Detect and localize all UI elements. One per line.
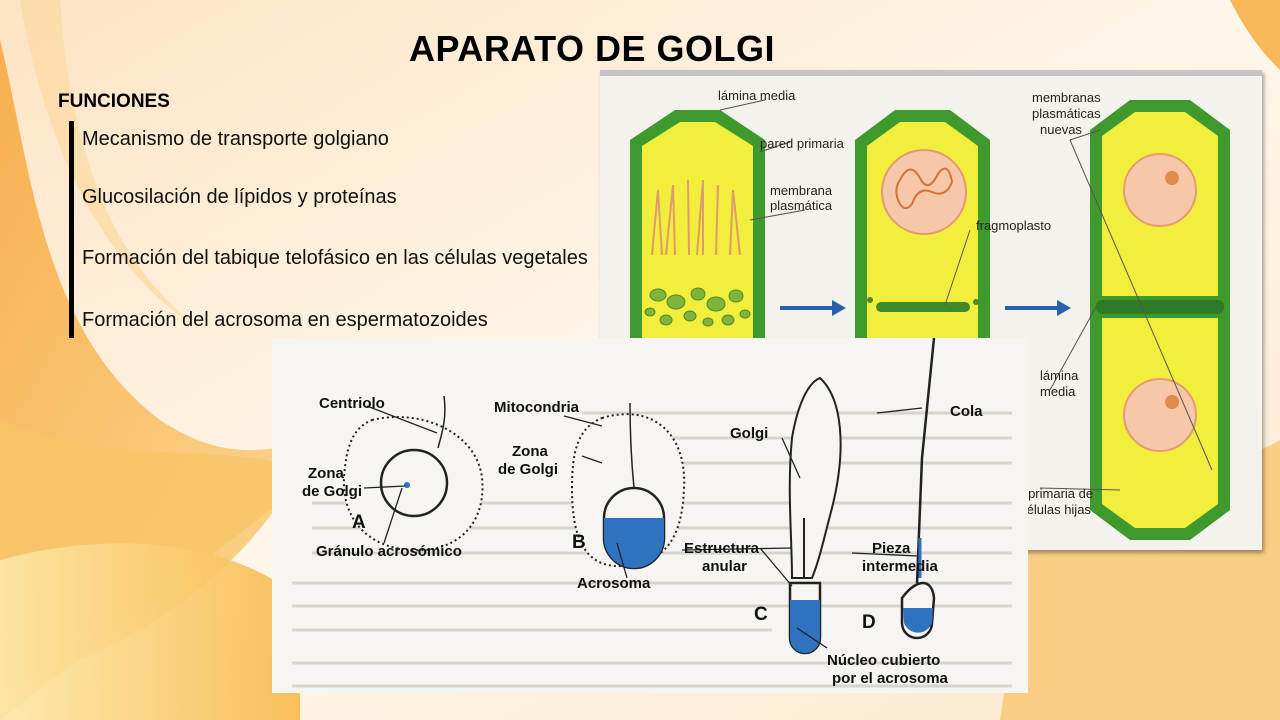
label-granulo: Gránulo acrosómico [316, 543, 462, 560]
label-pared-hijas-1: ed primaria de [1010, 486, 1093, 501]
plant-cell-3 [1090, 100, 1230, 540]
label-de-golgi-a: de Golgi [302, 483, 362, 500]
label-mitocondria: Mitocondria [494, 399, 580, 416]
label-estructura: Estructura [684, 540, 760, 557]
function-item-acrosome: Formación del acrosoma en espermatozoide… [82, 309, 488, 331]
acrosome-formation-figure: Centriolo Zona de Golgi A Gránulo acrosó… [272, 337, 1028, 693]
label-letter-c: C [754, 604, 768, 625]
function-item-transport: Mecanismo de transporte golgiano [82, 128, 389, 150]
label-plasmaticas: plasmáticas [1032, 106, 1101, 121]
label-zona-b: Zona [512, 443, 548, 460]
label-membranas: membranas [1032, 90, 1101, 105]
label-nucleo-1: Núcleo cubierto [827, 652, 940, 669]
spermatid-d [900, 337, 936, 640]
label-intermedia: intermedia [862, 558, 939, 575]
label-golgi: Golgi [730, 425, 768, 442]
function-item-septum: Formación del tabique telofásico en las … [82, 247, 588, 269]
label-zona-a: Zona [308, 465, 344, 482]
function-item-glycosylation: Glucosilación de lípidos y proteínas [82, 186, 397, 208]
label-pieza: Pieza [872, 540, 911, 557]
label-lamina: lámina [1040, 368, 1079, 383]
label-letter-a: A [352, 512, 366, 533]
spermatid-a [342, 395, 484, 552]
bullet-bar [69, 121, 74, 338]
label-letter-d: D [862, 612, 876, 633]
arrow-right-icon [1005, 300, 1071, 316]
label-pared-primaria: pared primaria [760, 136, 845, 151]
label-cola: Cola [950, 403, 983, 420]
label-pared-hijas-2: s células hijas [1010, 502, 1091, 517]
label-acrosoma: Acrosoma [577, 575, 651, 592]
spermatid-c [788, 376, 842, 655]
label-anular: anular [702, 558, 747, 575]
slide-title: APARATO DE GOLGI [408, 28, 775, 69]
section-heading: FUNCIONES [58, 91, 170, 112]
label-membrana: membrana [770, 183, 833, 198]
arrow-right-icon [780, 300, 846, 316]
label-centriolo: Centriolo [319, 395, 385, 412]
label-nucleo-2: por el acrosoma [832, 670, 949, 687]
label-plasmatica: plasmática [770, 198, 833, 213]
label-de-golgi-b: de Golgi [498, 461, 558, 478]
label-media: media [1040, 384, 1076, 399]
label-letter-b: B [572, 532, 586, 553]
label-fragmoplasto: fragmoplasto [976, 218, 1051, 233]
label-nuevas: nuevas [1040, 122, 1082, 137]
label-lamina-media-top: lámina media [718, 88, 796, 103]
